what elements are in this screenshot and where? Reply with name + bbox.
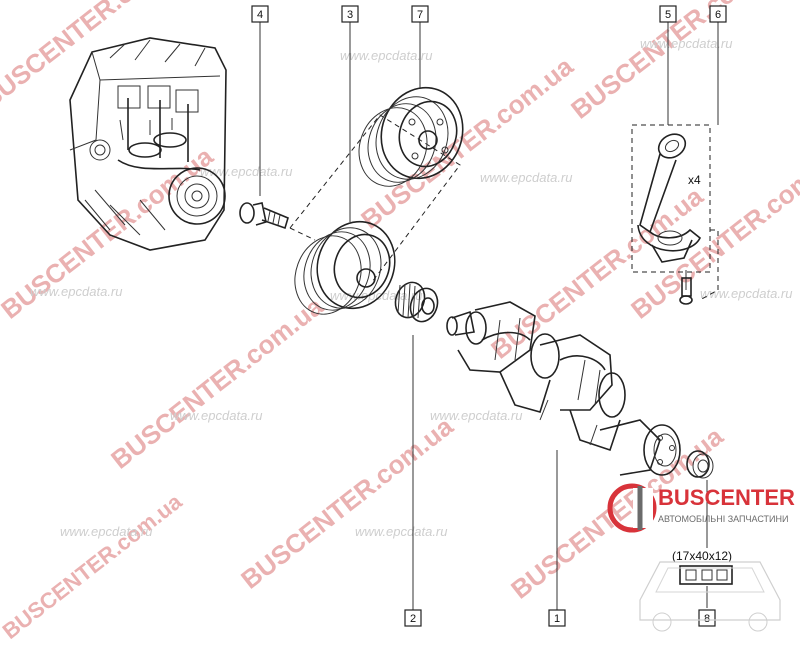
callout-4[interactable]: 4: [251, 5, 269, 23]
callout-1[interactable]: 1: [548, 609, 566, 627]
callout-number: 1: [554, 613, 560, 625]
part-2-timing-sprocket[interactable]: [391, 278, 442, 610]
part-5-connecting-rod[interactable]: [631, 22, 711, 273]
watermark-grey: www.epcdata.ru: [200, 164, 293, 179]
watermark-grey: www.epcdata.ru: [700, 286, 793, 301]
engine-block-illustration: [69, 37, 227, 251]
watermark-grey: www.epcdata.ru: [640, 36, 733, 51]
watermark-grey: www.epcdata.ru: [30, 284, 123, 299]
callout-5[interactable]: 5: [659, 5, 677, 23]
callout-6[interactable]: 6: [709, 5, 727, 23]
callout-7[interactable]: 7: [411, 5, 429, 23]
brand-tagline: АВТОМОБІЛЬНІ ЗАПЧАСТИНИ: [658, 514, 788, 524]
watermark-red: BUSCENTER.com.ua: [505, 421, 729, 605]
callout-number: 4: [257, 9, 263, 21]
bearing-size-label: (17x40x12): [672, 549, 732, 563]
quantity-label: x4: [688, 173, 701, 187]
buscenter-logo: BUSCENTER АВТОМОБІЛЬНІ ЗАПЧАСТИНИ: [607, 483, 795, 632]
watermark-grey: www.epcdata.ru: [170, 408, 263, 423]
watermark-grey: www.epcdata.ru: [355, 524, 448, 539]
callout-3[interactable]: 3: [341, 5, 359, 23]
bearing-size-legend: (17x40x12): [672, 549, 733, 585]
callout-number: 7: [417, 9, 423, 21]
callout-number: 2: [410, 613, 416, 625]
brand-name: BUSCENTER: [658, 485, 795, 510]
pulley-assembly-bracket: [289, 114, 461, 283]
watermark-red: BUSCENTER.com.ua: [355, 51, 579, 235]
part-8-pilot-bearing[interactable]: [686, 450, 714, 608]
callout-8[interactable]: 8: [698, 609, 716, 627]
part-1-crankshaft[interactable]: [446, 301, 681, 610]
callout-number: 3: [347, 9, 353, 21]
watermark-grey: www.epcdata.ru: [60, 524, 153, 539]
part-6-conrod-bolt[interactable]: [679, 22, 719, 305]
callout-number: 6: [715, 9, 721, 21]
part-3-crankshaft-pulley[interactable]: [284, 22, 407, 324]
watermark-grey: www.epcdata.ru: [480, 170, 573, 185]
watermark-red: BUSCENTER.com.ua: [235, 411, 459, 595]
watermark-red: BUSCENTER.com.ua: [565, 0, 789, 125]
callout-number: 8: [704, 613, 710, 625]
part-4-bolt[interactable]: [239, 22, 289, 230]
watermark-red: BUSCENTER.com.ua: [0, 488, 187, 644]
watermark-grey: www.epcdata.ru: [340, 48, 433, 63]
watermark-grey: www.epcdata.ru: [430, 408, 523, 423]
logo-mark-icon: [607, 483, 657, 533]
van-silhouette-icon: [639, 561, 781, 621]
callout-2[interactable]: 2: [404, 609, 422, 627]
watermark-red: BUSCENTER.com.ua: [105, 291, 329, 475]
callout-number: 5: [665, 9, 671, 21]
part-7-damper-pulley[interactable]: [348, 22, 475, 196]
